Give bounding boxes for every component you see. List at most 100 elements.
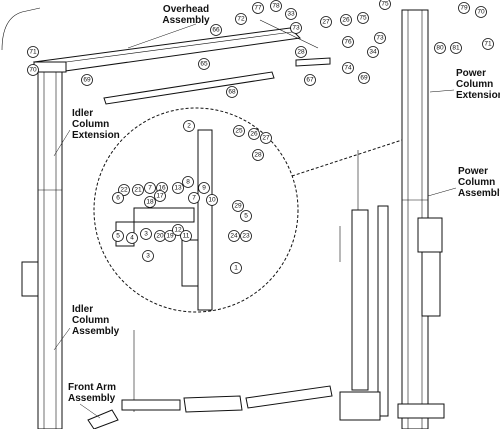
- callout-overhead-73: 73: [374, 32, 386, 44]
- label-power-column-extension-line1: Power: [456, 68, 486, 79]
- callout-number: 78: [272, 3, 280, 10]
- callout-overhead-75: 75: [379, 0, 391, 10]
- callout-circle: [232, 200, 244, 212]
- callout-number: 11: [183, 233, 190, 240]
- callout-overhead-67: 67: [304, 74, 316, 86]
- callout-number: 7: [192, 195, 196, 202]
- callout-circle: [132, 184, 144, 196]
- callout-number: 73: [292, 25, 300, 32]
- callout-circle: [320, 16, 332, 28]
- callout-circle: [235, 13, 247, 25]
- callout-number: 8: [186, 179, 190, 186]
- hose-curve: [1, 7, 41, 51]
- callout-circle: [118, 184, 130, 196]
- callout-number: 16: [158, 185, 166, 192]
- callout-circle: [252, 2, 264, 14]
- callout-inset-8: 8: [182, 176, 194, 188]
- callout-circle: [290, 22, 302, 34]
- svg-text:Overhead: Overhead: [163, 4, 209, 15]
- callout-number: 21: [134, 187, 142, 194]
- assembly-labels: Overhead Assembly Idler Column Extension…: [68, 4, 500, 404]
- callout-number: 79: [460, 5, 468, 12]
- callout-circle: [228, 230, 240, 242]
- callout-circle: [154, 190, 166, 202]
- callout-number: 27: [262, 135, 270, 142]
- callout-circle: [270, 0, 282, 12]
- callout-circle: [188, 192, 200, 204]
- callout-overhead-33: 33: [285, 8, 297, 20]
- callout-overhead-68: 68: [226, 86, 238, 98]
- callout-number: 34: [369, 49, 377, 56]
- callout-number: 70: [477, 9, 485, 16]
- callout-circle: [295, 46, 307, 58]
- callout-overhead-66: 66: [210, 24, 222, 36]
- power-column: [397, 9, 445, 429]
- callout-circle: [482, 38, 494, 50]
- callout-number: 23: [242, 233, 250, 240]
- label-power-column-extension-line2: Column: [456, 79, 493, 90]
- callout-number: 75: [359, 15, 367, 22]
- callout-number: 27: [322, 19, 330, 26]
- callout-circle: [206, 194, 218, 206]
- callout-number: 28: [297, 49, 305, 56]
- callout-circle: [198, 58, 210, 70]
- callout-circle: [358, 72, 370, 84]
- callout-overhead-76: 76: [342, 36, 354, 48]
- svg-text:Front Arm: Front Arm: [68, 382, 116, 393]
- callout-number: 5: [116, 233, 120, 240]
- carriage-assembly: [339, 150, 389, 421]
- callout-circle: [140, 228, 152, 240]
- svg-text:Idler: Idler: [72, 108, 93, 119]
- overhead-beam: [33, 19, 331, 105]
- callout-number: 18: [146, 199, 154, 206]
- callout-circle: [142, 250, 154, 262]
- callout-overhead-69: 69: [358, 72, 370, 84]
- callout-circle: [434, 42, 446, 54]
- callout-inset-28: 28: [252, 149, 264, 161]
- callout-number: 69: [360, 75, 368, 82]
- svg-text:Power: Power: [456, 68, 486, 79]
- callout-circle: [450, 42, 462, 54]
- callout-number: 3: [146, 253, 150, 260]
- callout-number: 12: [174, 227, 182, 234]
- svg-text:Assembly: Assembly: [72, 326, 120, 337]
- callout-number: 24: [230, 233, 238, 240]
- callout-number: 77: [254, 5, 262, 12]
- svg-text:Extension: Extension: [456, 90, 500, 101]
- callout-number: 17: [156, 193, 164, 200]
- callout-number: 80: [436, 45, 444, 52]
- idler-column: [21, 61, 67, 429]
- callout-number: 4: [130, 235, 134, 242]
- callout-number: 13: [174, 185, 182, 192]
- label-idler-column-assembly-line1: Idler: [72, 304, 93, 315]
- callout-inset-12: 12: [172, 224, 184, 236]
- callout-circle: [81, 74, 93, 86]
- callout-number: 6: [116, 195, 120, 202]
- callout-number: 19: [166, 233, 174, 240]
- callout-inset-22: 22: [118, 184, 130, 196]
- callout-circle: [112, 230, 124, 242]
- callout-inset-27: 27: [260, 132, 272, 144]
- callout-circle: [304, 74, 316, 86]
- callout-overhead-80: 80: [434, 42, 446, 54]
- svg-text:Idler: Idler: [72, 304, 93, 315]
- callout-circle: [27, 46, 39, 58]
- callout-circle: [340, 14, 352, 26]
- callout-circle: [240, 230, 252, 242]
- callout-circle: [126, 232, 138, 244]
- callout-overhead-34: 34: [367, 46, 379, 58]
- callout-inset-1: 1: [230, 262, 242, 274]
- callout-number: 26: [250, 131, 258, 138]
- callout-inset-18: 18: [144, 196, 156, 208]
- label-power-column-assembly-line2: Column: [458, 177, 495, 188]
- svg-text:Extension: Extension: [72, 130, 120, 141]
- label-idler-column-extension-line1: Idler: [72, 108, 93, 119]
- callout-circle: [210, 24, 222, 36]
- callout-circle: [144, 196, 156, 208]
- callout-overhead-78: 78: [270, 0, 282, 12]
- label-front-arm-assembly-line2: Assembly: [68, 393, 116, 404]
- callout-inset-3: 3: [140, 228, 152, 240]
- callout-number: 9: [202, 185, 206, 192]
- callout-number: 65: [200, 61, 208, 68]
